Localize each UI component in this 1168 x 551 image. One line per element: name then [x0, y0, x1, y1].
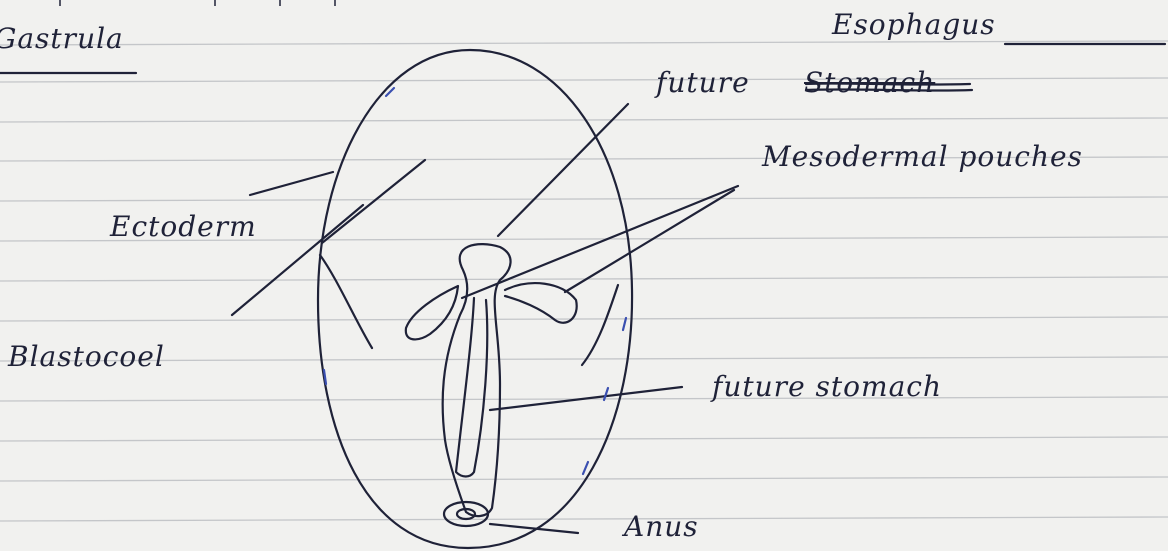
ruled-line	[0, 78, 1168, 82]
pointer-mesodermal-2	[565, 190, 734, 292]
ruled-line	[0, 357, 1168, 361]
label-struck-word: Stomach	[804, 66, 935, 99]
ectoderm-arc-left	[320, 255, 372, 348]
gut-tube	[456, 298, 487, 477]
archenteron-outline	[443, 244, 511, 516]
ruled-line	[0, 437, 1168, 441]
anus-outer	[444, 502, 488, 526]
ectoderm-arc-right	[582, 285, 618, 365]
label-anus: Anus	[624, 510, 699, 543]
pointer-mesodermal-1	[462, 186, 738, 298]
label-mesodermal-pouches: Mesodermal pouches	[762, 140, 1083, 173]
mesodermal-pouch-left	[406, 286, 458, 339]
diagram-title: Gastrula	[0, 22, 124, 55]
label-ectoderm: Ectoderm	[110, 210, 257, 243]
label-future-stomach: future stomach	[712, 370, 942, 403]
label-future: future	[656, 66, 750, 99]
label-blastocoel: Blastocoel	[8, 340, 165, 373]
ruled-line	[0, 317, 1168, 321]
ruled-line	[0, 41, 1168, 45]
mesodermal-pouch-right	[505, 283, 577, 323]
ruled-line	[0, 197, 1168, 201]
pointer-ectoderm-1	[250, 172, 333, 195]
label-esophagus: Esophagus	[832, 8, 996, 41]
ruled-line	[0, 517, 1168, 521]
pointer-future-struck	[498, 104, 628, 236]
